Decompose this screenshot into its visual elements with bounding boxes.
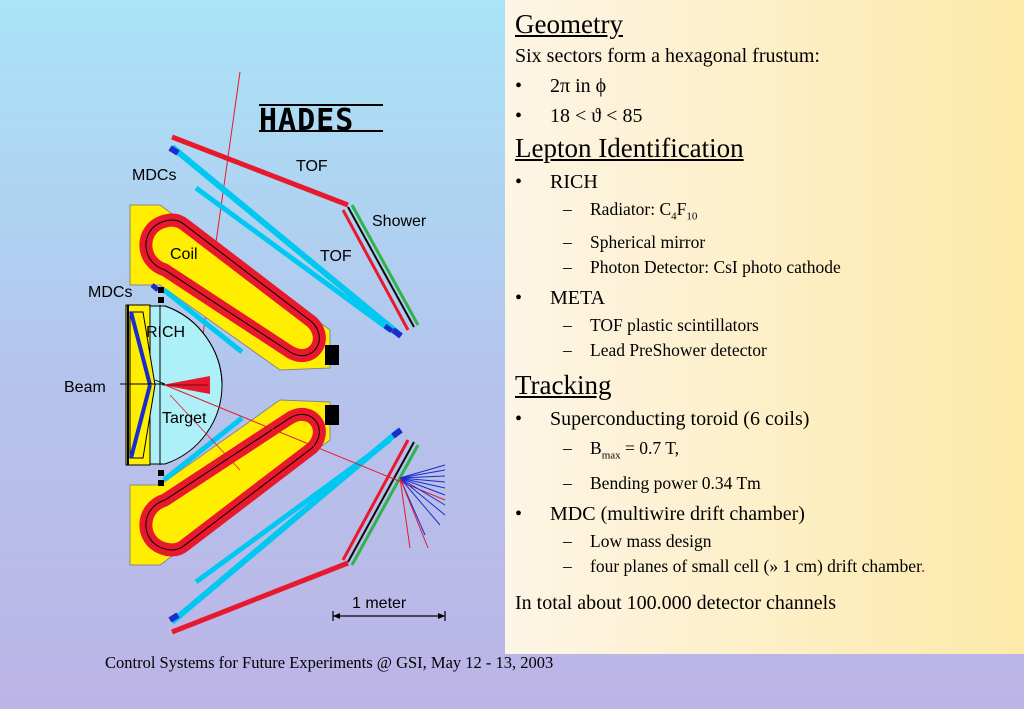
label-beam: Beam [64, 379, 106, 396]
geometry-intro: Six sectors form a hexagonal frustum: [515, 45, 820, 67]
tracking-bullet-mdc: MDC (multiwire drift chamber) [515, 502, 1016, 526]
total-channels: In total about 100.000 detector channels [515, 592, 837, 614]
lepton-photon-detector: Photon Detector: CsI photo cathode [515, 256, 1016, 278]
heading-geometry: Geometry [515, 9, 623, 39]
heading-lepton: Lepton Identification [515, 133, 744, 163]
slide-text-panel: Geometry Six sectors form a hexagonal fr… [505, 0, 1024, 654]
hades-logo: HADES [259, 103, 383, 138]
label-target: Target [162, 410, 207, 427]
tof-outer-lower [171, 560, 349, 635]
shower-detector-lower [341, 439, 420, 566]
scale-bar: 1 meter [332, 595, 446, 621]
tracking-planes: four planes of small cell (» 1 cm) drift… [515, 555, 1016, 577]
mdc-inner-upper [162, 288, 244, 354]
slide-footer: Control Systems for Future Experiments @… [105, 653, 554, 672]
shower-fan [399, 464, 446, 536]
lepton-radiator: Radiator: C4F10 [515, 198, 1016, 228]
shower-detector-upper [341, 204, 420, 331]
lepton-preshower: Lead PreShower detector [515, 339, 1016, 361]
mdc-frame-markers [158, 287, 164, 486]
label-rich: RICH [146, 324, 185, 341]
hades-logo-text: HADES [259, 103, 354, 138]
lepton-mirror: Spherical mirror [515, 231, 1016, 253]
lepton-tof: TOF plastic scintillators [515, 314, 1016, 336]
mdc-outer-upper [170, 144, 402, 338]
geometry-bullet-phi: 2π in ϕ [515, 74, 1016, 98]
tracking-bmax: Bmax = 0.7 T, [515, 437, 1016, 467]
mdc-inner-lower [162, 416, 244, 482]
label-mdcs-mid: MDCs [88, 284, 132, 301]
track-line-vert [169, 394, 241, 471]
tracking-lowmass: Low mass design [515, 530, 1016, 552]
label-coil: Coil [170, 246, 198, 263]
label-tof-mid: TOF [320, 248, 352, 265]
scale-label: 1 meter [352, 595, 407, 612]
lepton-bullet-meta: META [515, 286, 1016, 310]
tof-outer-upper [171, 134, 349, 208]
hades-detector-diagram: HADES [64, 71, 446, 635]
mdc-mid-upper [194, 185, 392, 333]
tracking-bending: Bending power 0.34 Tm [515, 472, 1016, 494]
lepton-bullet-rich: RICH [515, 170, 1016, 194]
label-mdcs-top: MDCs [132, 167, 176, 184]
label-shower: Shower [372, 213, 427, 230]
heading-tracking: Tracking [515, 369, 612, 400]
tracking-bullet-toroid: Superconducting toroid (6 coils) [515, 407, 1016, 431]
track-line-diag [164, 384, 446, 501]
label-tof-top: TOF [296, 158, 328, 175]
geometry-bullet-theta: 18 < ϑ < 85 [515, 104, 1016, 128]
